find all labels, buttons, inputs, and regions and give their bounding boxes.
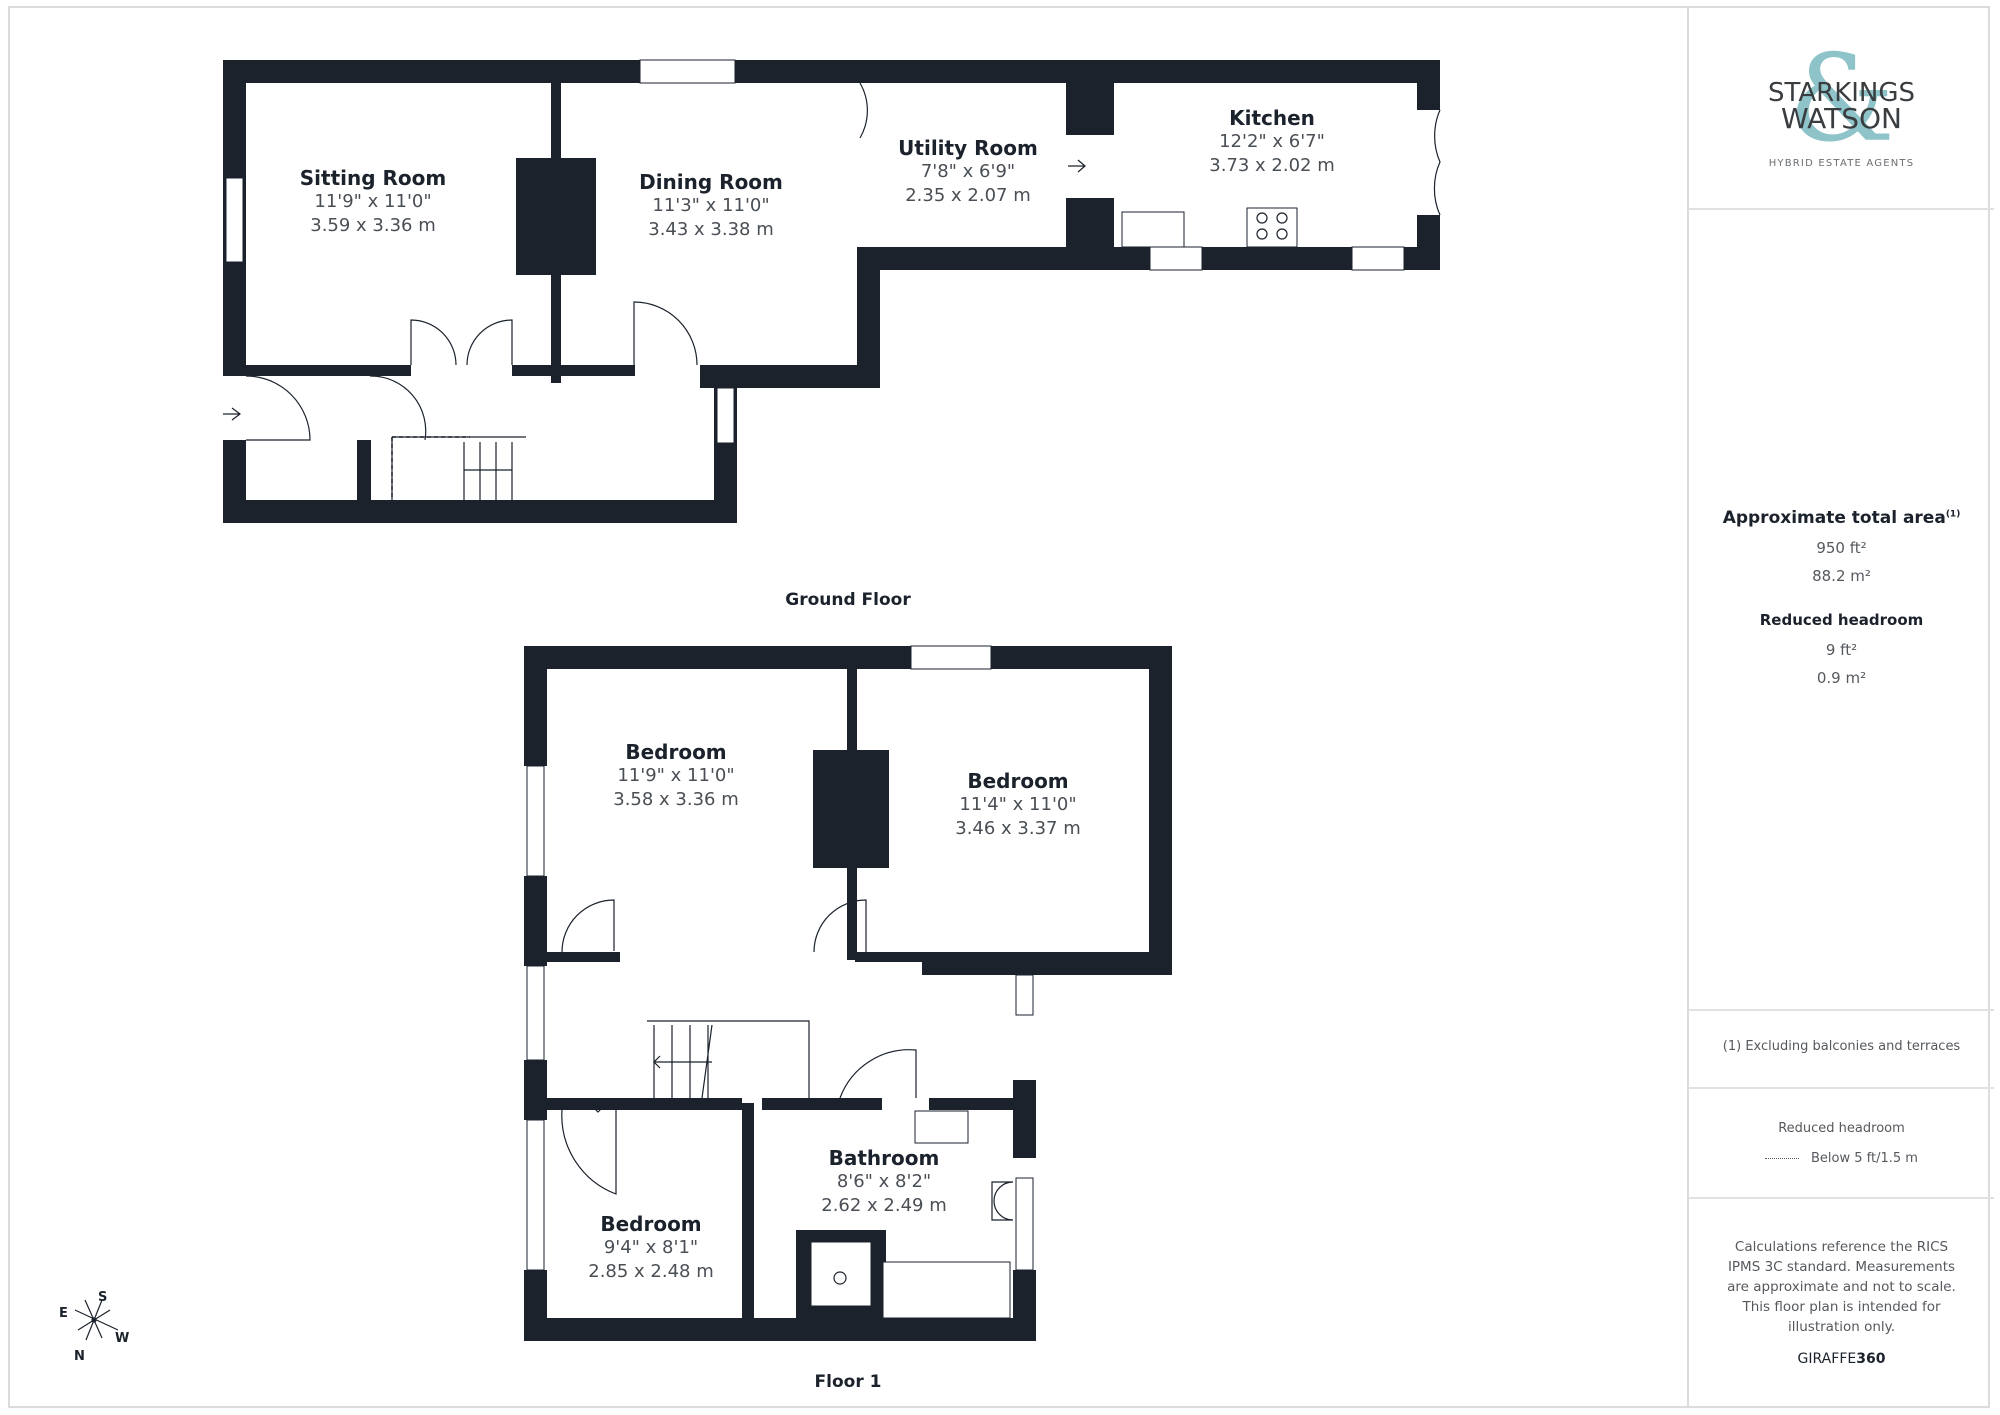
agent-logo-section: & STARKINGS WATSON HYBRID ESTATE AGENTS (1689, 8, 1994, 210)
compass-east: E (59, 1306, 68, 1321)
headroom-legend-row: Below 5 ft/1.5 m (1689, 1151, 1994, 1166)
floor-1-label: Floor 1 (814, 1372, 882, 1392)
room-dim-metric: 3.46 x 3.37 m (955, 818, 1081, 839)
room-dim-imperial: 11'3" x 11'0" (652, 195, 770, 216)
room-dim-imperial: 11'9" x 11'0" (617, 765, 735, 786)
disclaimer-text: Calculations reference the RICS IPMS 3C … (1727, 1239, 1956, 1335)
room-utility-room: Utility Room 7'8" x 6'9" 2.35 x 2.07 m (898, 136, 1038, 208)
room-name: Dining Room (639, 170, 783, 194)
room-kitchen: Kitchen 12'2" x 6'7" 3.73 x 2.02 m (1209, 106, 1335, 178)
page-frame (8, 6, 1990, 1408)
compass-south: S (98, 1290, 108, 1305)
room-name: Bedroom (625, 740, 727, 764)
footnote-section: (1) Excluding balconies and terraces (1689, 1011, 1994, 1089)
reduced-headroom-title: Reduced headroom (1759, 611, 1924, 629)
room-bedroom-1: Bedroom 11'9" x 11'0" 3.58 x 3.36 m (613, 740, 739, 812)
logo-line-1: STARKINGS (1767, 78, 1916, 108)
room-dim-imperial: 12'2" x 6'7" (1219, 131, 1325, 152)
room-dim-imperial: 11'4" x 11'0" (959, 794, 1077, 815)
room-dim-metric: 3.43 x 3.38 m (648, 219, 774, 240)
ground-floor-walls (223, 60, 1440, 523)
room-bedroom-2: Bedroom 11'4" x 11'0" 3.46 x 3.37 m (955, 769, 1081, 841)
room-dim-imperial: 11'9" x 11'0" (314, 191, 432, 212)
compass-rose (74, 1299, 119, 1341)
compass-north: N (74, 1349, 85, 1364)
reduced-sqft: 9 ft² (1825, 641, 1858, 659)
area-sqm: 88.2 m² (1812, 567, 1871, 585)
room-dim-imperial: 8'6" x 8'2" (836, 1171, 932, 1192)
footnote-text: (1) Excluding balconies and terraces (1722, 1039, 1961, 1054)
room-bathroom: Bathroom 8'6" x 8'2" 2.62 x 2.49 m (821, 1146, 947, 1218)
room-dining-room: Dining Room 11'3" x 11'0" 3.43 x 3.38 m (639, 170, 783, 242)
room-dim-metric: 2.62 x 2.49 m (821, 1195, 947, 1216)
compass-west: W (115, 1331, 130, 1346)
info-sidebar: & STARKINGS WATSON HYBRID ESTATE AGENTS … (1687, 8, 1994, 1406)
headroom-legend-title: Reduced headroom (1778, 1121, 1905, 1136)
area-title: Approximate total area(1) (1722, 508, 1961, 528)
area-sqft: 950 ft² (1816, 539, 1867, 557)
room-name: Bedroom (600, 1212, 702, 1236)
room-sitting-room: Sitting Room 11'9" x 11'0" 3.59 x 3.36 m (300, 166, 446, 238)
room-name: Kitchen (1229, 106, 1315, 130)
room-name: Sitting Room (299, 166, 447, 190)
room-dim-metric: 2.85 x 2.48 m (588, 1261, 714, 1282)
logo-tagline: HYBRID ESTATE AGENTS (1768, 158, 1915, 169)
giraffe360-brand: GIRAFFE360 (1797, 1351, 1886, 1367)
ground-floor-label: Ground Floor (785, 590, 911, 610)
ampersand-mark: & (1788, 30, 1895, 169)
starkings-watson-logo: & STARKINGS WATSON (1762, 40, 1922, 160)
dotted-line-icon (1765, 1158, 1800, 1159)
room-dim-imperial: 7'8" x 6'9" (920, 161, 1016, 182)
room-name: Bedroom (967, 769, 1069, 793)
logo-line-2: WATSON (1781, 102, 1902, 135)
room-dim-metric: 3.73 x 2.02 m (1209, 155, 1335, 176)
room-bedroom-3: Bedroom 9'4" x 8'1" 2.85 x 2.48 m (588, 1212, 714, 1284)
room-dim-metric: 2.35 x 2.07 m (905, 185, 1031, 206)
room-name: Bathroom (828, 1146, 940, 1170)
floor-plan-drawing (74, 59, 1441, 1341)
room-dim-imperial: 9'4" x 8'1" (603, 1237, 699, 1258)
disclaimer-section: Calculations reference the RICS IPMS 3C … (1689, 1199, 1994, 1406)
reduced-sqm: 0.9 m² (1816, 669, 1867, 687)
room-name: Utility Room (898, 136, 1038, 160)
area-summary-section: Approximate total area(1) 950 ft² 88.2 m… (1689, 210, 1994, 1011)
room-dim-metric: 3.59 x 3.36 m (310, 215, 436, 236)
room-dim-metric: 3.58 x 3.36 m (613, 789, 739, 810)
headroom-legend-section: Reduced headroom Below 5 ft/1.5 m (1689, 1089, 1994, 1199)
